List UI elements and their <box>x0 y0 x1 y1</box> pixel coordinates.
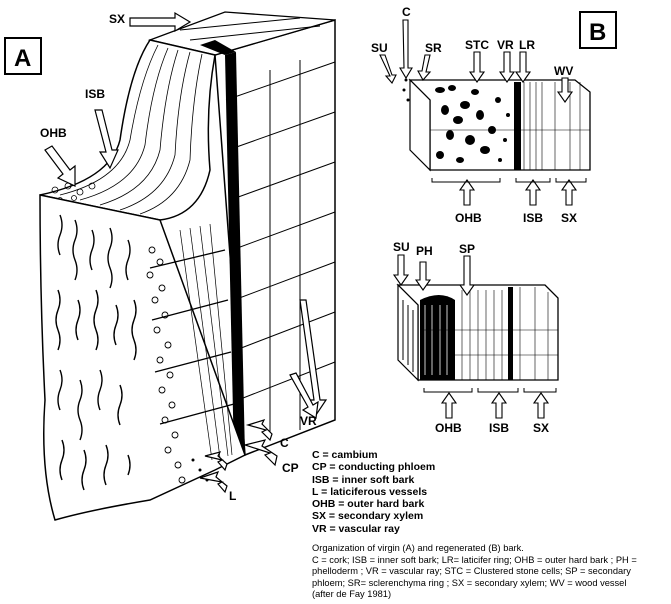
isb-arrow-a <box>94 109 119 170</box>
label-cp-a: CP <box>282 461 299 475</box>
legend-item: L = laticiferous vessels <box>312 485 428 498</box>
laticifers <box>191 458 209 482</box>
ohb-texture <box>55 214 137 491</box>
label-sx-bottom: SX <box>533 421 549 435</box>
caption-line: phelloderm ; VR = vascular ray; STC = Cl… <box>312 566 631 577</box>
label-stc-top: STC <box>465 38 489 52</box>
legend-item: ISB = inner soft bark <box>312 473 415 486</box>
vr-arrow-a <box>299 299 328 417</box>
label-wv-top: WV <box>554 64 573 78</box>
label-lr-top: LR <box>519 38 535 52</box>
label-sp-bottom: SP <box>459 242 475 256</box>
panel-b-block: B <box>371 5 617 435</box>
caption-line: phloem; SR= sclerenchyma ring ; SX = sec… <box>312 577 627 588</box>
label-c-top: C <box>402 5 411 19</box>
legend-item: C = cambium <box>312 449 378 461</box>
vascular-rays <box>149 249 235 425</box>
legend-item: VR = vascular ray <box>312 522 400 535</box>
legend-item: SX = secondary xylem <box>312 510 424 523</box>
label-vr-top: VR <box>497 38 514 52</box>
isb-lines <box>179 223 233 461</box>
label-isb-a: ISB <box>85 87 105 101</box>
sx-arrow-a <box>129 11 192 33</box>
panel-b-letter-box <box>579 11 617 49</box>
cambium-band <box>225 52 245 458</box>
label-c-a: C <box>280 436 289 450</box>
xylem-rays <box>179 17 336 440</box>
label-su-top: SU <box>371 41 388 55</box>
label-ohb-a: OHB <box>40 126 67 140</box>
cp-arrow-a <box>242 439 278 467</box>
label-su-bottom: SU <box>393 240 410 254</box>
bark-front-face <box>39 194 246 521</box>
label-sr-top: SR <box>425 41 442 55</box>
stone-cells <box>146 246 186 484</box>
label-sx-a: SX <box>109 12 125 26</box>
label-ohb-bottom: OHB <box>435 421 462 435</box>
label-vr-a: VR <box>300 414 317 428</box>
l-arrow-a <box>199 471 228 494</box>
panel-a-block: A <box>4 11 336 521</box>
label-isb-bottom: ISB <box>489 421 509 435</box>
panel-b-letter: B <box>589 19 606 46</box>
label-ohb-top: OHB <box>455 211 482 225</box>
figure-caption: Organization of virgin (A) and regenerat… <box>312 543 667 601</box>
panel-a-letter-box <box>4 37 42 75</box>
regenerated-bark-bottom <box>396 283 559 382</box>
label-ph-bottom: PH <box>416 244 433 258</box>
caption-line: Organization of virgin (A) and regenerat… <box>312 543 524 553</box>
caption-line: C = cork; ISB = inner soft bark; LR= lat… <box>312 554 637 565</box>
regenerated-bark-top <box>402 78 591 172</box>
legend-item: OHB = outer hard bark <box>312 498 425 511</box>
ohb-arrow-a <box>44 145 76 187</box>
c-arrow-a <box>245 419 273 442</box>
legend: C = cambium CP = conducting phloem ISB =… <box>312 449 512 535</box>
panel-a-letter: A <box>14 45 31 72</box>
label-l-a: L <box>229 489 236 503</box>
caption-line: (after de Fay 1981) <box>312 589 392 600</box>
label-sx-top: SX <box>561 211 577 225</box>
legend-item: CP = conducting phloem <box>312 461 436 474</box>
label-isb-top: ISB <box>523 211 543 225</box>
